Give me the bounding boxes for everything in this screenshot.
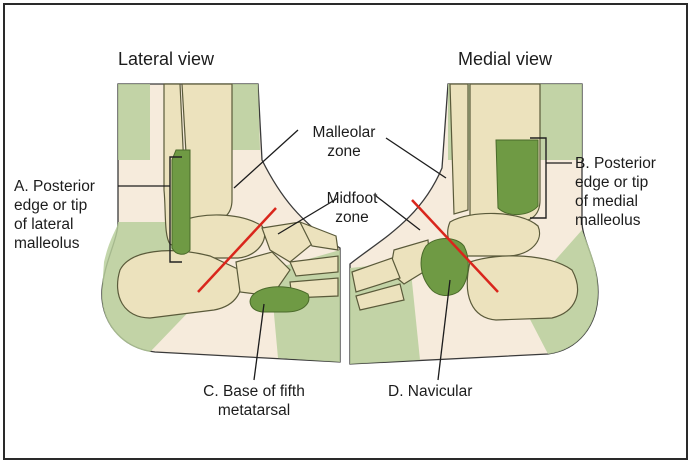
label-b-posterior-medial-malleolus: B. Posterior edge or tip of medial malle… xyxy=(575,154,656,230)
label-a-line4: malleolus xyxy=(14,234,95,253)
label-b-line4: malleolus xyxy=(575,211,656,230)
malleolar-zone-line2: zone xyxy=(298,142,390,161)
medial-view-title: Medial view xyxy=(458,48,552,70)
lateral-talus xyxy=(178,215,265,258)
label-b-line2: edge or tip xyxy=(575,173,656,192)
medial-malleolus-highlight xyxy=(496,140,538,215)
lateral-view-title: Lateral view xyxy=(118,48,214,70)
label-d-line1: D. Navicular xyxy=(388,382,472,401)
midfoot-zone-label: Midfoot zone xyxy=(312,189,392,227)
label-c-fifth-metatarsal: C. Base of fifth metatarsal xyxy=(180,382,328,420)
lateral-malleolus-highlight xyxy=(172,150,190,254)
leader-malleolar-medial xyxy=(386,138,446,178)
label-c-line1: C. Base of fifth xyxy=(180,382,328,401)
label-c-line2: metatarsal xyxy=(180,401,328,420)
fifth-metatarsal-highlight xyxy=(250,287,309,312)
midfoot-zone-line1: Midfoot xyxy=(312,189,392,208)
label-a-posterior-lateral-malleolus: A. Posterior edge or tip of lateral mall… xyxy=(14,177,95,253)
label-b-line3: of medial xyxy=(575,192,656,211)
label-d-navicular: D. Navicular xyxy=(388,382,472,401)
label-a-line2: edge or tip xyxy=(14,196,95,215)
medial-calcaneus xyxy=(467,256,577,320)
midfoot-zone-line2: zone xyxy=(312,208,392,227)
lateral-leg-zone-left xyxy=(118,84,150,160)
label-a-line1: A. Posterior xyxy=(14,177,95,196)
malleolar-zone-line1: Malleolar xyxy=(298,123,390,142)
label-b-line1: B. Posterior xyxy=(575,154,656,173)
label-a-line3: of lateral xyxy=(14,215,95,234)
malleolar-zone-label: Malleolar zone xyxy=(298,123,390,161)
